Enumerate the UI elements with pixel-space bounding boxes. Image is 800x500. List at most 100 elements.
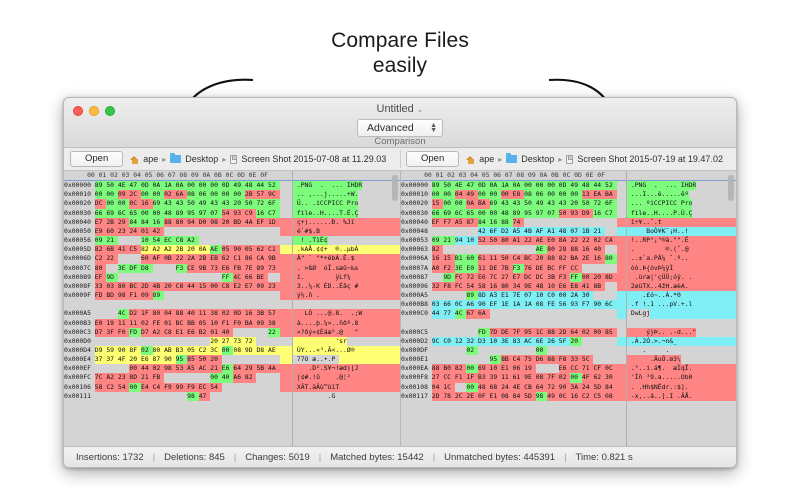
hex-byte[interactable] — [256, 236, 268, 246]
hex-byte[interactable]: 93 — [570, 208, 582, 218]
hex-byte[interactable]: C5 — [593, 391, 605, 401]
hex-byte[interactable]: 11 — [501, 373, 513, 383]
hex-byte[interactable]: 03 — [106, 281, 118, 292]
ascii-row[interactable]: .üræ|'çÜÜ;óÿ. . — [627, 272, 736, 282]
hex-byte[interactable]: 23 — [267, 281, 280, 292]
hex-byte[interactable]: 80 — [152, 345, 165, 356]
hex-byte[interactable]: 02 — [152, 364, 165, 374]
hex-byte[interactable]: 6C — [454, 208, 467, 218]
hex-byte[interactable]: 71 — [581, 364, 594, 374]
hex-byte[interactable]: 2E — [581, 254, 594, 264]
hex-byte[interactable] — [547, 364, 559, 374]
ascii-row[interactable] — [293, 300, 400, 310]
hex-byte[interactable]: C4 — [152, 382, 165, 392]
hex-byte[interactable] — [233, 382, 245, 392]
hex-byte[interactable]: 4C — [117, 309, 130, 319]
hex-byte[interactable]: 4E — [117, 181, 130, 191]
hex-byte[interactable]: F1 — [129, 291, 141, 301]
hex-row[interactable]: 0x0009F FD BD 98 F1 09 89 — [64, 291, 292, 301]
hex-byte[interactable] — [198, 236, 211, 246]
hex-byte[interactable]: 10 — [140, 236, 153, 246]
hex-byte[interactable] — [187, 373, 199, 383]
hex-byte[interactable]: A0 — [431, 263, 444, 273]
hex-byte[interactable]: 43 — [210, 199, 222, 209]
hex-byte[interactable]: 9D — [244, 345, 257, 356]
hex-byte[interactable]: C5 — [129, 245, 141, 255]
hex-byte[interactable]: 06 — [535, 190, 548, 200]
hex-byte[interactable] — [117, 272, 130, 282]
ascii-row[interactable]: .ÄuÖ.ø3\ — [627, 355, 736, 365]
hex-byte[interactable]: 4B — [152, 281, 165, 292]
hex-byte[interactable]: E9 — [94, 226, 107, 237]
hex-byte[interactable]: 27 — [501, 272, 513, 282]
hex-byte[interactable]: 6A — [175, 190, 188, 200]
hex-byte[interactable] — [198, 300, 211, 310]
hex-byte[interactable]: D8 — [256, 345, 268, 356]
hex-byte[interactable]: D6 — [535, 355, 548, 365]
hex-byte[interactable]: 95 — [524, 208, 536, 218]
hex-row[interactable]: 0x00000 89 50 4E 47 0D 0A 1A 0A 00 00 00… — [401, 181, 626, 191]
hex-byte[interactable]: 28 — [558, 245, 571, 255]
hex-byte[interactable]: 9D — [106, 272, 118, 282]
hex-byte[interactable]: 2B — [175, 245, 188, 255]
hex-byte[interactable] — [547, 309, 559, 319]
hex-byte[interactable]: 9E — [524, 281, 536, 292]
hex-byte[interactable]: 27 — [431, 373, 444, 383]
ascii-row[interactable]: ý}Þ.. .-d..." — [627, 327, 736, 337]
hex-byte[interactable]: A2 — [106, 373, 118, 383]
hex-byte[interactable]: 48 — [164, 208, 176, 218]
ascii-column[interactable]: .PNG . ... IHDR ...I...è.....êº ... ºiCC… — [626, 171, 736, 446]
hex-byte[interactable]: 89 — [152, 291, 165, 301]
hex-byte[interactable]: AE — [535, 245, 548, 255]
hex-byte[interactable] — [267, 272, 280, 282]
hex-byte[interactable]: 49 — [233, 181, 245, 191]
hex-byte[interactable]: C2 — [581, 391, 594, 401]
hex-byte[interactable] — [140, 300, 153, 310]
hex-byte[interactable]: 44 — [431, 309, 444, 319]
hex-byte[interactable]: 23 — [117, 373, 130, 383]
hex-byte[interactable]: 69 — [443, 208, 455, 218]
hex-byte[interactable] — [524, 245, 536, 255]
hex-byte[interactable]: 16 — [244, 309, 257, 319]
hex-byte[interactable]: 3B — [256, 309, 268, 319]
hex-byte[interactable]: 00 — [210, 190, 222, 200]
hex-byte[interactable] — [244, 226, 257, 237]
breadcrumb-right[interactable]: ape ▸ Desktop ▸ Screen Shot 2015-07-19 a… — [466, 153, 723, 164]
hex-byte[interactable]: 80 — [175, 217, 188, 227]
hex-byte[interactable]: A5 — [454, 217, 467, 227]
hex-byte[interactable] — [454, 291, 467, 301]
hex-byte[interactable] — [524, 217, 536, 227]
hex-byte[interactable]: EF — [256, 217, 268, 227]
hex-byte[interactable]: E8 — [512, 190, 525, 200]
hex-byte[interactable]: 24 — [501, 382, 513, 392]
ascii-row[interactable]: 'sr — [293, 336, 400, 346]
hex-byte[interactable] — [604, 309, 617, 319]
hex-byte[interactable]: 97 — [535, 208, 548, 218]
hex-byte[interactable] — [581, 309, 594, 319]
hex-row[interactable]: 0x00050 E9 60 23 24 01 42 — [64, 226, 292, 237]
hex-byte[interactable]: 6F — [267, 199, 280, 209]
hex-byte[interactable]: 05 — [221, 245, 234, 255]
ascii-row[interactable]: ý½.ñ . — [293, 291, 400, 301]
hex-byte[interactable]: 38 — [210, 309, 222, 319]
hex-byte[interactable]: 84 — [512, 391, 525, 401]
hex-byte[interactable]: BC — [547, 263, 559, 273]
vertical-scrollbar[interactable] — [727, 173, 735, 444]
ascii-row[interactable]: ! .TìÈ¢ — [293, 236, 400, 246]
hex-byte[interactable]: 00 — [547, 181, 559, 191]
hex-byte[interactable]: BC — [175, 318, 188, 328]
hex-byte[interactable]: 04 — [454, 190, 467, 200]
hex-byte[interactable] — [466, 327, 478, 337]
hex-byte[interactable]: 89 — [94, 181, 107, 191]
hex-byte[interactable]: 3E — [117, 263, 130, 273]
hex-row[interactable]: 0x00053 09 21 94 10 52 50 80 A1 22 AE E0… — [401, 236, 626, 246]
hex-byte[interactable] — [454, 226, 467, 237]
hex-byte[interactable]: F0 — [117, 327, 130, 337]
hex-byte[interactable] — [267, 355, 280, 365]
hex-byte[interactable]: 54 — [117, 382, 130, 392]
ascii-row[interactable]: ï. ÿLf¾ — [293, 272, 400, 282]
hex-byte[interactable] — [198, 373, 211, 383]
hex-byte[interactable]: 07 — [524, 291, 536, 301]
ascii-row[interactable]: ÙY...«³.Â<...Ø® — [293, 345, 400, 356]
hex-byte[interactable]: 43 — [558, 199, 571, 209]
